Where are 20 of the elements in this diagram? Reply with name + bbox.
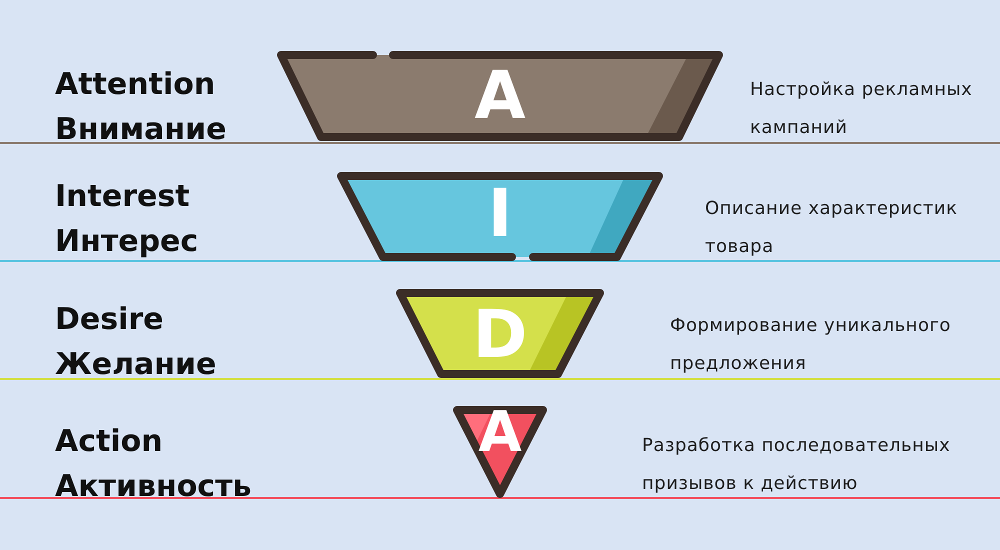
stage-heading: Attention bbox=[55, 66, 216, 104]
stage-letter: A bbox=[478, 409, 522, 457]
stage-heading: Активность bbox=[55, 468, 252, 506]
stage-letter: I bbox=[488, 186, 512, 242]
triangle-stage bbox=[452, 405, 548, 501]
stage-description: Разработка последовательных призывов к действию bbox=[642, 434, 952, 496]
trapezoid-stage bbox=[276, 50, 724, 142]
stage-heading: Интерес bbox=[55, 223, 198, 261]
stage-heading: Action bbox=[55, 423, 163, 461]
stage-description: Формирование уникального предложения bbox=[670, 314, 952, 376]
stage-description: Описание характеристик товара bbox=[705, 197, 958, 259]
trapezoid-stage bbox=[336, 170, 664, 262]
stage-heading: Желание bbox=[55, 346, 216, 384]
stage-heading: Внимание bbox=[55, 111, 226, 149]
stage-heading: Desire bbox=[55, 301, 164, 339]
stage-letter: A bbox=[474, 68, 526, 124]
trapezoid-stage bbox=[395, 288, 605, 380]
stage-description: Настройка рекламных кампаний bbox=[750, 78, 974, 140]
stage-letter: D bbox=[472, 306, 528, 364]
stage-heading: Interest bbox=[55, 178, 190, 216]
